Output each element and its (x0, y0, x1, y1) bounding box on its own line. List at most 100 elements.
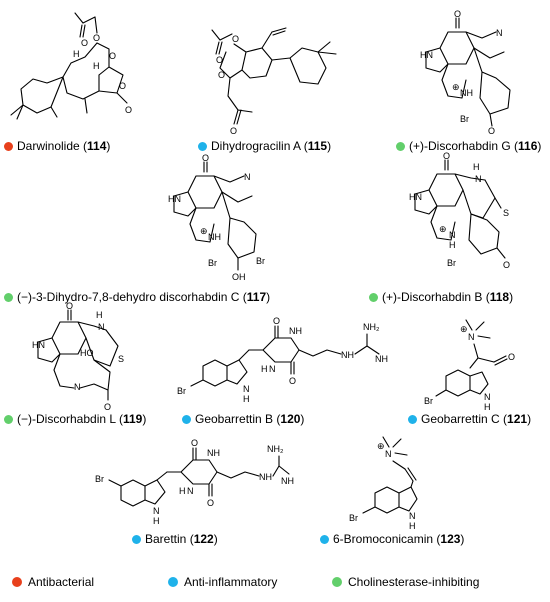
structure-120: N H Br O NH H N O NH NH₂ NH (177, 316, 388, 404)
svg-text:NH: NH (207, 448, 220, 458)
caption-122: Barettin (122) (132, 532, 218, 546)
legend-item-anti-inflammatory: Anti-inflammatory (168, 575, 277, 589)
caption-119: (−)-Discorhabdin L (119) (4, 412, 146, 426)
activity-dot-anti-inflammatory (408, 415, 417, 424)
svg-text:O: O (443, 151, 450, 161)
caption-123: 6-Bromoconicamin (123) (320, 532, 464, 546)
svg-text:O: O (66, 301, 73, 311)
svg-text:N: N (468, 332, 475, 342)
svg-text:O: O (289, 376, 296, 386)
svg-text:NH: NH (375, 354, 388, 364)
svg-text:H: H (73, 49, 80, 59)
legend: Antibacterial Anti-inflammatory Cholines… (0, 575, 550, 591)
svg-text:⊕: ⊕ (200, 226, 208, 236)
svg-text:H: H (261, 364, 268, 374)
svg-text:⊕: ⊕ (452, 82, 460, 92)
svg-text:O: O (81, 38, 88, 48)
svg-text:Br: Br (95, 474, 104, 484)
svg-text:O: O (216, 55, 223, 65)
activity-dot-anti-inflammatory (182, 415, 191, 424)
svg-text:O: O (454, 9, 461, 19)
activity-dot-anti-inflammatory (198, 142, 207, 151)
activity-dot-anti-inflammatory (132, 535, 141, 544)
svg-text:NH: NH (208, 232, 221, 242)
svg-text:N: N (475, 174, 482, 184)
structure-118: O HN H N S N H ⊕ O Br (409, 151, 510, 270)
structure-117: O HN N NH ⊕ OH Br Br (168, 153, 265, 282)
svg-text:⊕: ⊕ (439, 224, 447, 234)
svg-text:HN: HN (168, 194, 181, 204)
legend-dot-antibacterial (12, 577, 22, 587)
caption-115: Dihydrogracilin A (115) (198, 139, 331, 153)
structure-119: O HN H N S N HO O (32, 301, 124, 412)
svg-text:O: O (104, 402, 111, 412)
svg-text:Br: Br (460, 114, 469, 124)
activity-dot-antibacterial (4, 142, 13, 151)
svg-text:Br: Br (256, 256, 265, 266)
svg-text:HO: HO (80, 348, 94, 358)
svg-text:OH: OH (232, 272, 246, 282)
svg-text:O: O (93, 33, 100, 43)
svg-text:HN: HN (409, 192, 422, 202)
svg-text:O: O (503, 260, 510, 270)
svg-text:N: N (449, 230, 456, 240)
legend-dot-cholinesterase (332, 577, 342, 587)
svg-text:O: O (232, 34, 239, 44)
svg-text:N: N (98, 322, 105, 332)
svg-text:NH: NH (259, 472, 272, 482)
svg-text:O: O (125, 105, 132, 115)
structure-114: O O O O O H H (10, 12, 132, 120)
svg-text:N: N (187, 486, 194, 496)
svg-text:HN: HN (32, 340, 45, 350)
svg-text:NH: NH (281, 476, 294, 486)
caption-114: Darwinolide (114) (4, 139, 110, 153)
svg-text:S: S (118, 354, 124, 364)
activity-dot-cholinesterase (369, 293, 378, 302)
svg-text:Br: Br (447, 258, 456, 268)
svg-text:Br: Br (177, 386, 186, 396)
svg-text:O: O (109, 51, 116, 61)
svg-text:O: O (119, 81, 126, 91)
svg-text:Br: Br (208, 258, 217, 268)
caption-117: (−)-3-Dihydro-7,8-dehydro discorhabdin C… (4, 290, 270, 304)
caption-116: (+)-Discorhabdin G (116) (396, 139, 541, 153)
activity-dot-anti-inflammatory (320, 535, 329, 544)
svg-text:O: O (191, 438, 198, 448)
svg-text:Br: Br (424, 396, 433, 406)
svg-text:NH: NH (341, 350, 354, 360)
svg-text:N: N (385, 449, 392, 459)
svg-text:O: O (273, 316, 280, 326)
svg-text:O: O (202, 153, 209, 163)
svg-text:Br: Br (349, 513, 358, 523)
svg-text:N: N (74, 382, 81, 392)
svg-text:NH₂: NH₂ (363, 322, 380, 332)
svg-text:O: O (207, 498, 214, 508)
svg-text:H: H (153, 516, 160, 526)
svg-text:H: H (96, 310, 103, 320)
svg-text:N: N (243, 384, 250, 394)
legend-item-cholinesterase-inhibiting: Cholinesterase-inhibiting (332, 575, 479, 589)
svg-text:N: N (409, 511, 416, 521)
caption-120: Geobarrettin B (120) (182, 412, 304, 426)
svg-text:N: N (244, 172, 251, 182)
activity-dot-cholinesterase (4, 415, 13, 424)
structure-116: O HN N NH ⊕ O Br (420, 9, 511, 136)
svg-text:H: H (484, 402, 491, 412)
legend-dot-anti-inflammatory (168, 577, 178, 587)
svg-text:NH: NH (289, 326, 302, 336)
svg-text:N: N (496, 28, 503, 38)
svg-text:H: H (243, 394, 250, 404)
activity-dot-cholinesterase (396, 142, 405, 151)
svg-text:⊕: ⊕ (377, 441, 385, 451)
svg-text:H: H (179, 486, 186, 496)
svg-text:O: O (488, 126, 495, 136)
structure-122: N H Br O NH H N O NH NH₂ NH (95, 438, 294, 526)
svg-text:O: O (508, 352, 515, 362)
svg-text:N: N (153, 506, 160, 516)
structure-121: ⊕ N O N H Br (424, 319, 515, 412)
svg-text:H: H (93, 61, 100, 71)
svg-text:S: S (503, 208, 509, 218)
svg-text:HN: HN (420, 50, 433, 60)
caption-118: (+)-Discorhabdin B (118) (369, 290, 513, 304)
svg-text:N: N (269, 364, 276, 374)
